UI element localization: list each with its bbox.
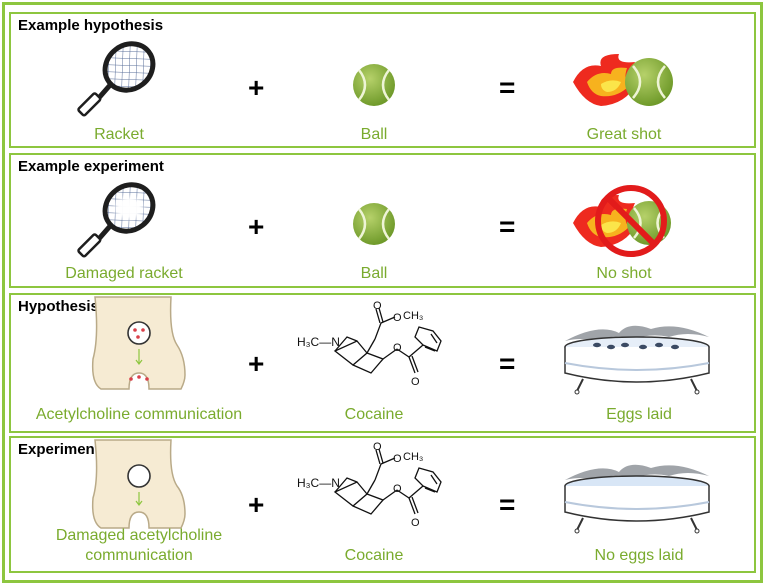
svg-text:O: O <box>411 517 420 529</box>
equals-sign: = <box>499 348 516 379</box>
cocaine-label: Cocaine <box>344 547 404 564</box>
panel-example-hypothesis: Example hypothesis Racket + Ball = Great… <box>9 12 756 148</box>
flaming-ball-icon <box>573 54 673 106</box>
svg-text:O: O <box>393 342 402 354</box>
equals-sign: = <box>499 211 516 242</box>
acetylcholine-communication-label: Acetylcholine communication <box>35 406 243 423</box>
eggs-laid-label: Eggs laid <box>606 406 672 423</box>
tennis-ball-icon <box>353 64 395 106</box>
panel-title: Experiment <box>18 441 100 458</box>
damaged-acetylcholine-label-line1: Damaged acetylcholine <box>55 527 223 544</box>
svg-text:O: O <box>373 441 382 453</box>
racket-label: Racket <box>94 126 144 143</box>
plus-sign: + <box>248 348 265 379</box>
svg-text:O: O <box>373 300 382 312</box>
panel-title: Example hypothesis <box>18 17 164 34</box>
equals-sign: = <box>499 489 516 520</box>
great-shot-label: Great shot <box>586 126 662 143</box>
methyl-ester-group: CH₃ <box>403 451 423 463</box>
no-eggs-laid-label: No eggs laid <box>594 547 684 564</box>
cocaine-label: Cocaine <box>344 406 404 423</box>
synapse-vesicles-icon <box>91 296 186 390</box>
equals-sign: = <box>499 72 516 103</box>
tennis-ball-icon <box>353 203 395 245</box>
panel-title: Example experiment <box>18 158 164 175</box>
svg-text:O: O <box>393 312 402 324</box>
cocaine-molecule-icon: H₃C—N O O CH₃ O O <box>297 300 442 388</box>
panel-title: Hypothesis <box>18 298 99 315</box>
prohibited-flaming-ball-icon <box>573 185 671 257</box>
svg-text:O: O <box>393 483 402 495</box>
n-methyl-group: H₃C—N <box>297 476 340 490</box>
empty-dish-icon <box>564 464 710 534</box>
damaged-acetylcholine-label-line2: communication <box>85 547 193 564</box>
synapse-empty-icon <box>91 439 186 529</box>
n-methyl-group: H₃C—N <box>297 335 340 349</box>
panel-experiment: Experiment Damaged acetylcholine communi… <box>9 436 756 573</box>
plus-sign: + <box>248 489 265 520</box>
ball-label: Ball <box>360 265 388 282</box>
svg-text:O: O <box>411 376 420 388</box>
damaged-racket-icon <box>77 182 156 258</box>
no-shot-label: No shot <box>596 265 652 282</box>
panel-hypothesis: Hypothesis Acetylcholine communication + <box>9 293 756 433</box>
dish-with-eggs-icon <box>564 325 710 395</box>
methyl-ester-group: CH₃ <box>403 310 423 322</box>
plus-sign: + <box>248 211 265 242</box>
svg-text:O: O <box>393 453 402 465</box>
panel-example-experiment: Example experiment Damaged racket + Ball… <box>9 153 756 288</box>
ball-label: Ball <box>360 126 388 143</box>
plus-sign: + <box>248 72 265 103</box>
tennis-racket-icon <box>77 41 156 117</box>
damaged-racket-label: Damaged racket <box>65 265 183 282</box>
cocaine-molecule-icon: H₃C—N O O CH₃ O O <box>297 441 442 529</box>
